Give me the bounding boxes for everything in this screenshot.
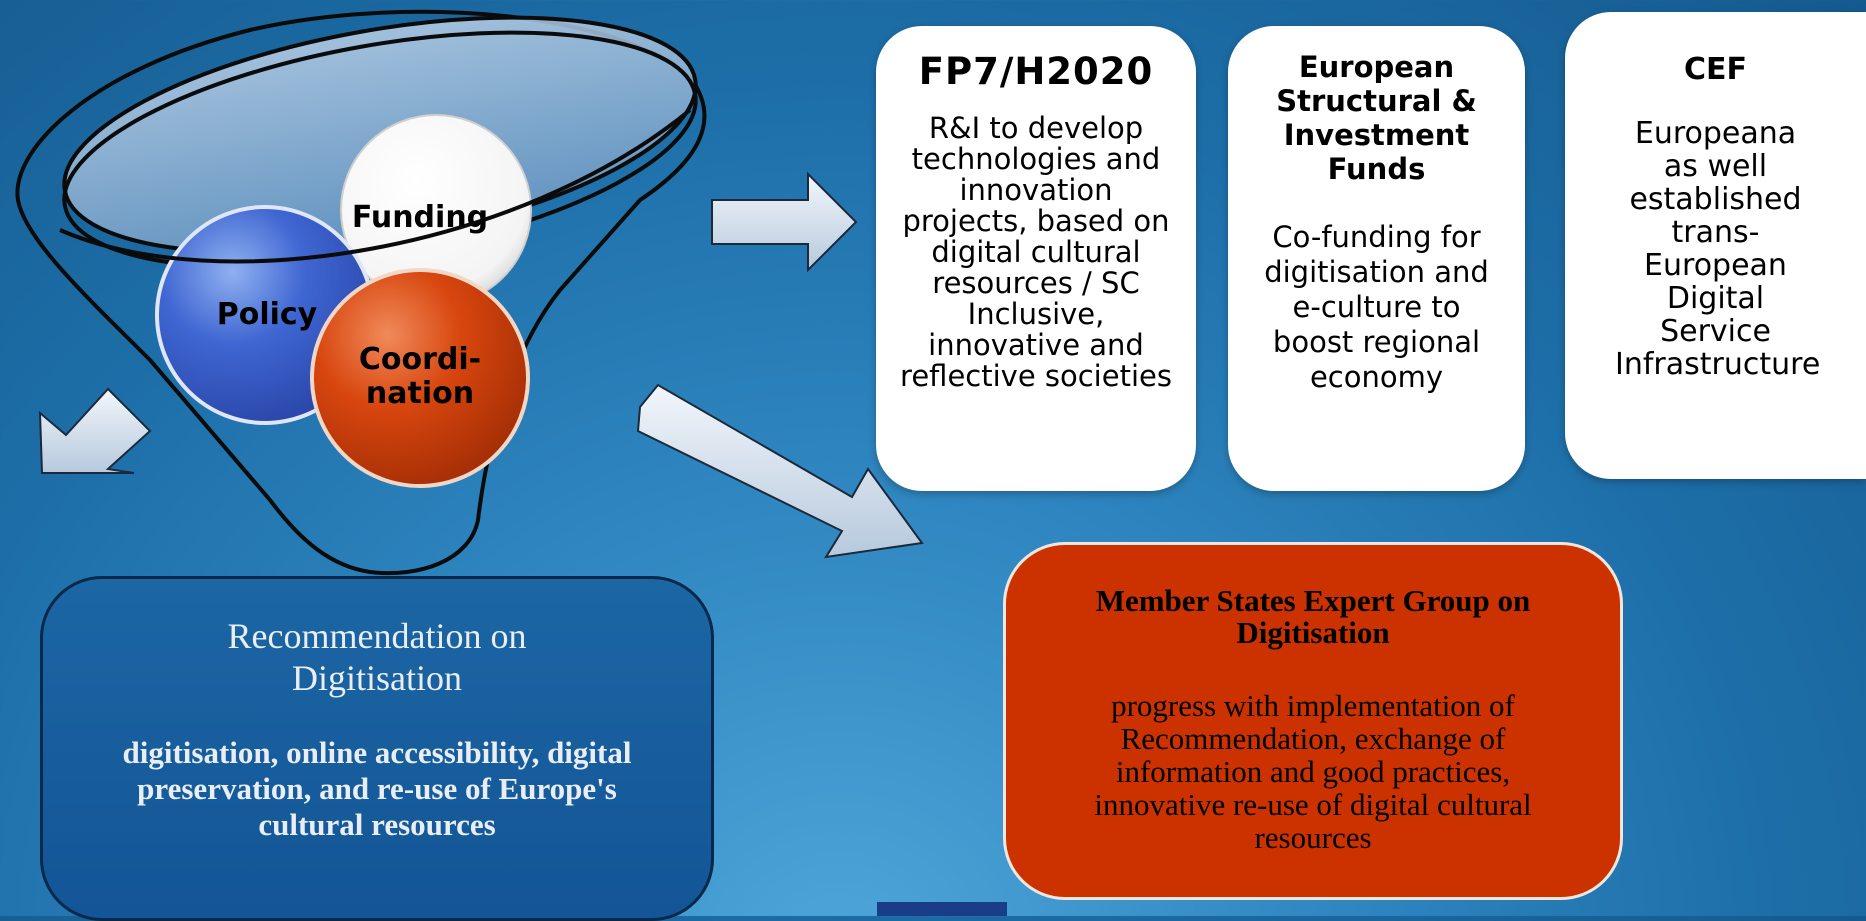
coordination-label: Coordi- nation bbox=[358, 342, 482, 411]
card-body: Co-funding for digitisation and e-cultur… bbox=[1264, 220, 1489, 394]
funding-label: Funding bbox=[351, 200, 489, 235]
arrow-down-left-icon bbox=[38, 387, 152, 474]
funnel-diagram bbox=[15, 9, 707, 576]
recommendation-box: Recommendation on Digitisation digitisat… bbox=[40, 576, 714, 921]
policy-label: Policy bbox=[216, 297, 318, 332]
recommendation-title: Recommendation on Digitisation bbox=[227, 616, 527, 698]
esif-card: European Structural & Investment Funds C… bbox=[1228, 26, 1525, 491]
funnel-outline bbox=[15, 9, 707, 576]
arrow-diagonal-icon bbox=[636, 383, 924, 559]
recommendation-body: digitisation, online accessibility, digi… bbox=[122, 735, 632, 842]
cef-card: CEF Europeana as well established trans-… bbox=[1565, 12, 1866, 479]
coordination-circle bbox=[310, 268, 530, 488]
arrow-right-icon bbox=[711, 171, 858, 273]
expert-group-body: progress with implementation of Recommen… bbox=[1094, 688, 1532, 855]
expert-group-title: Member States Expert Group on Digitisati… bbox=[1095, 583, 1531, 650]
expert-group-box: Member States Expert Group on Digitisati… bbox=[1003, 542, 1623, 900]
card-title: European Structural & Investment Funds bbox=[1276, 50, 1477, 186]
fp7-h2020-card: FP7/H2020 R&I to develop technologies an… bbox=[876, 26, 1196, 491]
card-body: R&I to develop technologies and innovati… bbox=[900, 111, 1172, 393]
card-title: FP7/H2020 bbox=[918, 50, 1154, 93]
card-title: CEF bbox=[1683, 52, 1747, 87]
card-body: Europeana as well established trans-Euro… bbox=[1615, 116, 1821, 382]
footer-block bbox=[877, 902, 1007, 916]
